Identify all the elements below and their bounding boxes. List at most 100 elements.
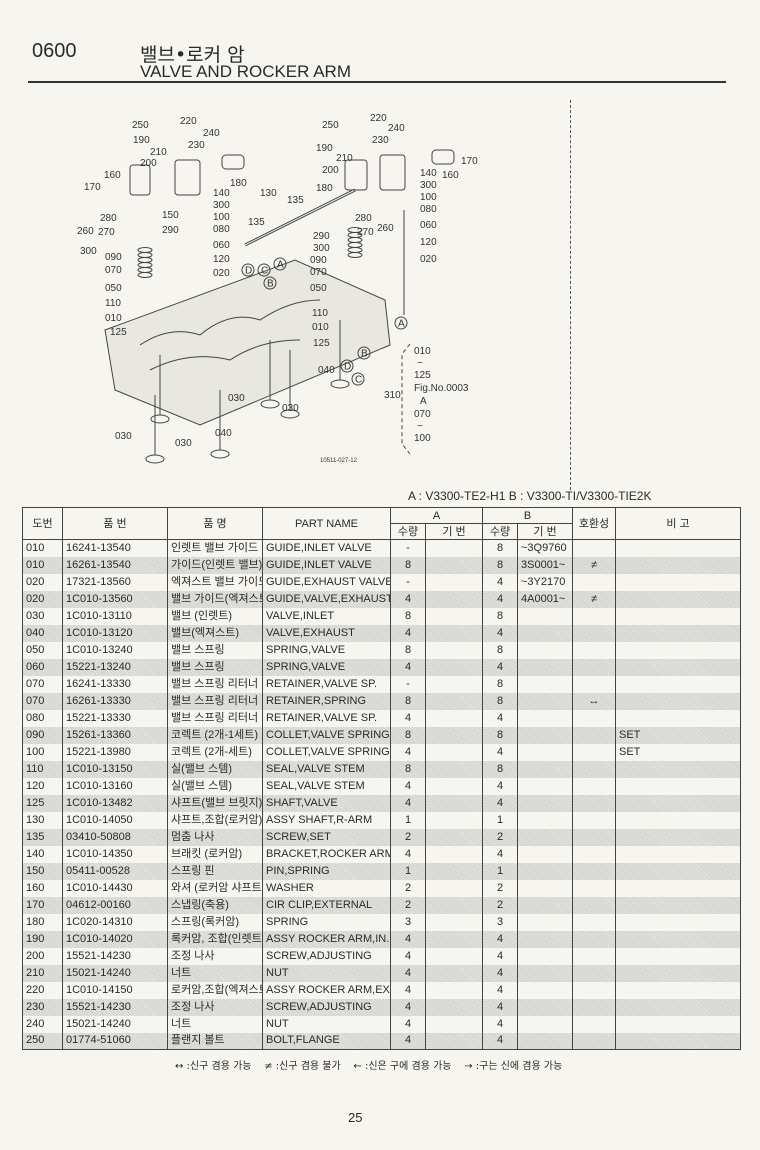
- callout-label[interactable]: 010: [105, 313, 122, 324]
- callout-label[interactable]: 190: [133, 135, 150, 146]
- cell-compat: [572, 760, 616, 778]
- callout-label[interactable]: 250: [132, 120, 149, 131]
- callout-label[interactable]: 200: [140, 158, 157, 169]
- callout-label[interactable]: 270: [357, 227, 374, 238]
- callout-label[interactable]: 280: [100, 213, 117, 224]
- callout-label[interactable]: 020: [213, 268, 230, 279]
- callout-label[interactable]: 250: [322, 120, 339, 131]
- callout-label[interactable]: 030: [282, 403, 299, 414]
- callout-label[interactable]: 110: [105, 298, 121, 309]
- callout-label[interactable]: 110: [312, 308, 328, 319]
- callout-label[interactable]: 070: [310, 267, 327, 278]
- callout-label[interactable]: 300: [80, 246, 97, 257]
- callout-label[interactable]: 135: [248, 217, 265, 228]
- callout-label[interactable]: 220: [370, 113, 387, 124]
- callout-label[interactable]: 170: [84, 182, 101, 193]
- callout-label[interactable]: 220: [180, 116, 197, 127]
- callout-label[interactable]: 260: [377, 223, 394, 234]
- callout-label[interactable]: 240: [203, 128, 220, 139]
- callout-label[interactable]: 040: [318, 365, 335, 376]
- callout-label[interactable]: 140: [420, 168, 437, 179]
- callout-label[interactable]: 080: [420, 204, 437, 215]
- callout-label[interactable]: 290: [162, 225, 179, 236]
- callout-label[interactable]: 230: [188, 140, 205, 151]
- callout-label[interactable]: 180: [230, 178, 247, 189]
- callout-label[interactable]: 125: [313, 338, 330, 349]
- callout-label[interactable]: 020: [420, 254, 437, 265]
- callout-label[interactable]: 160: [442, 170, 459, 181]
- callout-label[interactable]: 030: [115, 431, 132, 442]
- callout-label[interactable]: 260: [77, 226, 94, 237]
- callout-label[interactable]: 060: [213, 240, 230, 251]
- callout-label[interactable]: 090: [310, 255, 327, 266]
- callout-label[interactable]: 120: [213, 254, 230, 265]
- callout-label[interactable]: 080: [213, 224, 230, 235]
- callout-label[interactable]: 090: [105, 252, 122, 263]
- callout-label[interactable]: 290: [313, 231, 330, 242]
- callout-label[interactable]: 300: [213, 200, 230, 211]
- callout-label[interactable]: 300: [313, 243, 330, 254]
- callout-label[interactable]: 170: [461, 156, 478, 167]
- callout-label[interactable]: 190: [316, 143, 333, 154]
- callout-label[interactable]: 030: [175, 438, 192, 449]
- callout-label[interactable]: 150: [162, 210, 179, 221]
- callout-label[interactable]: 135: [287, 195, 304, 206]
- callout-label[interactable]: 180: [316, 183, 333, 194]
- callout-label[interactable]: 200: [322, 165, 339, 176]
- callout-label[interactable]: 070: [105, 265, 122, 276]
- callout-label[interactable]: 240: [388, 123, 405, 134]
- callout-label[interactable]: 125: [110, 327, 127, 338]
- callout-label[interactable]: 050: [310, 283, 327, 294]
- callout-label[interactable]: 140: [213, 188, 230, 199]
- callout-label[interactable]: 130: [260, 188, 277, 199]
- callout-label[interactable]: 300: [420, 180, 437, 191]
- callout-label[interactable]: 270: [98, 227, 115, 238]
- callout-label[interactable]: 030: [228, 393, 245, 404]
- callout-label[interactable]: 210: [336, 153, 353, 164]
- callout-label[interactable]: 010: [312, 322, 329, 333]
- callout-label[interactable]: 230: [372, 135, 389, 146]
- callout-label[interactable]: 050: [105, 283, 122, 294]
- callout-label[interactable]: 060: [420, 220, 437, 231]
- callout-label[interactable]: 040: [215, 428, 232, 439]
- cell-b-qty: 4: [482, 998, 518, 1016]
- cell-compat: [572, 828, 616, 846]
- callout-label[interactable]: 100: [213, 212, 230, 223]
- ref-fig-number[interactable]: Fig.No.0003: [414, 383, 469, 394]
- callout-label[interactable]: 100: [420, 192, 437, 203]
- callout-label[interactable]: 280: [355, 213, 372, 224]
- callout-label[interactable]: 160: [104, 170, 121, 181]
- callout-label[interactable]: 120: [420, 237, 437, 248]
- callout-label[interactable]: 210: [150, 147, 167, 158]
